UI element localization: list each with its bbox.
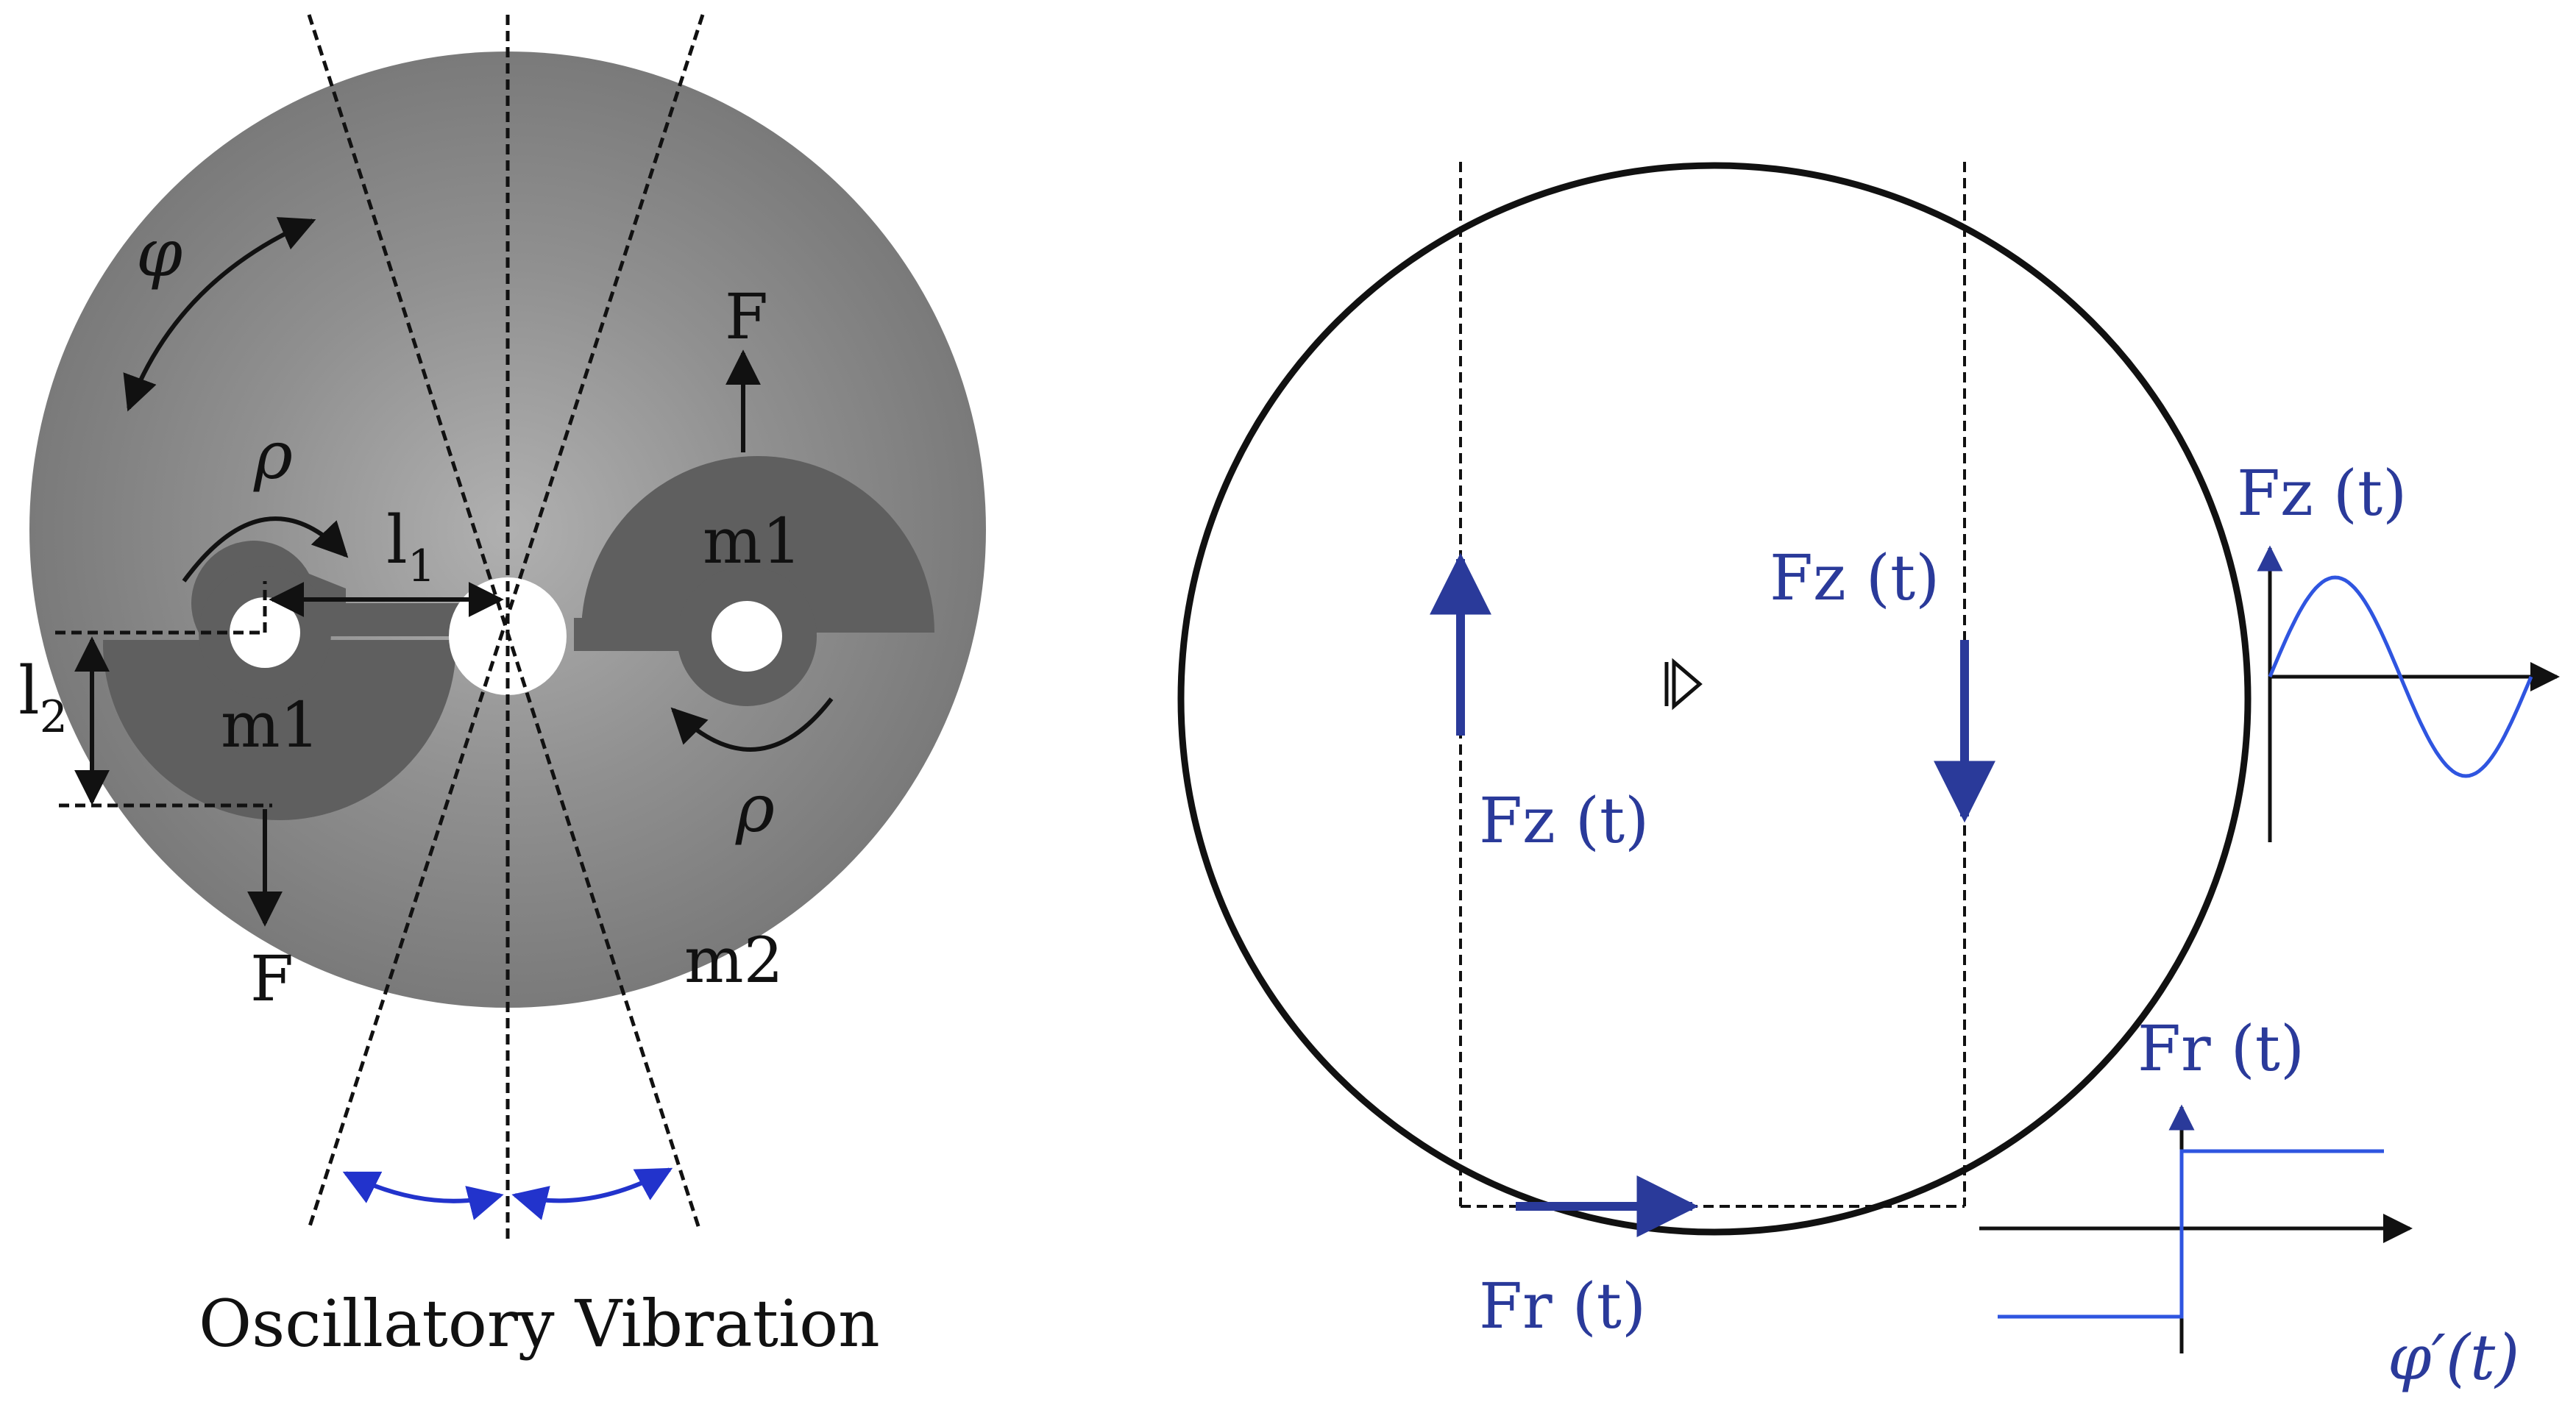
fz-plot-sine-curve: [2268, 575, 2533, 778]
left-panel: φ ρ ρ l1 l2 m1 m1 m2 F F Oscillatory Vib…: [18, 14, 986, 1362]
rho-left-arc-arrow: [182, 516, 349, 583]
fz-inside-right-label: Fz (t): [1770, 542, 1940, 615]
right-panel: Fz (t) Fz (t) Fr (t) Fz (t) Fr (t) φ′(t): [1177, 162, 2560, 1395]
force-top-label: F: [725, 281, 768, 354]
fz-plot-label: Fz (t): [2237, 458, 2407, 530]
fr-plot-label: Fr (t): [2137, 1013, 2304, 1086]
right-dashed-lines: [1459, 162, 1966, 1208]
outline-circle: [1177, 162, 2252, 1236]
fr-plot: Fr (t) φ′(t): [1979, 1013, 2519, 1395]
oscillation-arrow-left: [342, 1171, 504, 1220]
fz-inside-left-label: Fz (t): [1479, 785, 1649, 858]
rho-left-label: ρ: [253, 417, 293, 494]
caption: Oscillatory Vibration: [199, 1286, 880, 1362]
mass-right: [581, 456, 934, 633]
oscillation-arrow-right: [511, 1167, 673, 1220]
rho-right-arc-arrow: [670, 697, 834, 752]
hole-right: [712, 601, 782, 672]
dashed-lines: [55, 14, 705, 1243]
disc-mass-label: m2: [684, 925, 784, 997]
phi-arc-arrow: [123, 217, 316, 412]
l1-label: l1: [386, 502, 436, 592]
mass-right-label: m1: [703, 505, 802, 578]
mass-left-link: [294, 603, 464, 636]
fr-plot-step-curve: [1998, 1149, 2384, 1319]
center-symbol: [1664, 658, 1703, 711]
fr-bottom-label: Fr (t): [1479, 1270, 1646, 1343]
phi-prime-label: φ′(t): [2388, 1322, 2519, 1395]
mass-left-label: m1: [221, 689, 320, 762]
mass-left-lobe: [103, 644, 456, 820]
force-bottom-label: F: [250, 943, 294, 1016]
l2-label: l2: [18, 652, 68, 743]
rho-right-label: ρ: [735, 770, 775, 847]
fz-plot: Fz (t): [2237, 458, 2560, 842]
phi-label: φ: [136, 215, 182, 292]
